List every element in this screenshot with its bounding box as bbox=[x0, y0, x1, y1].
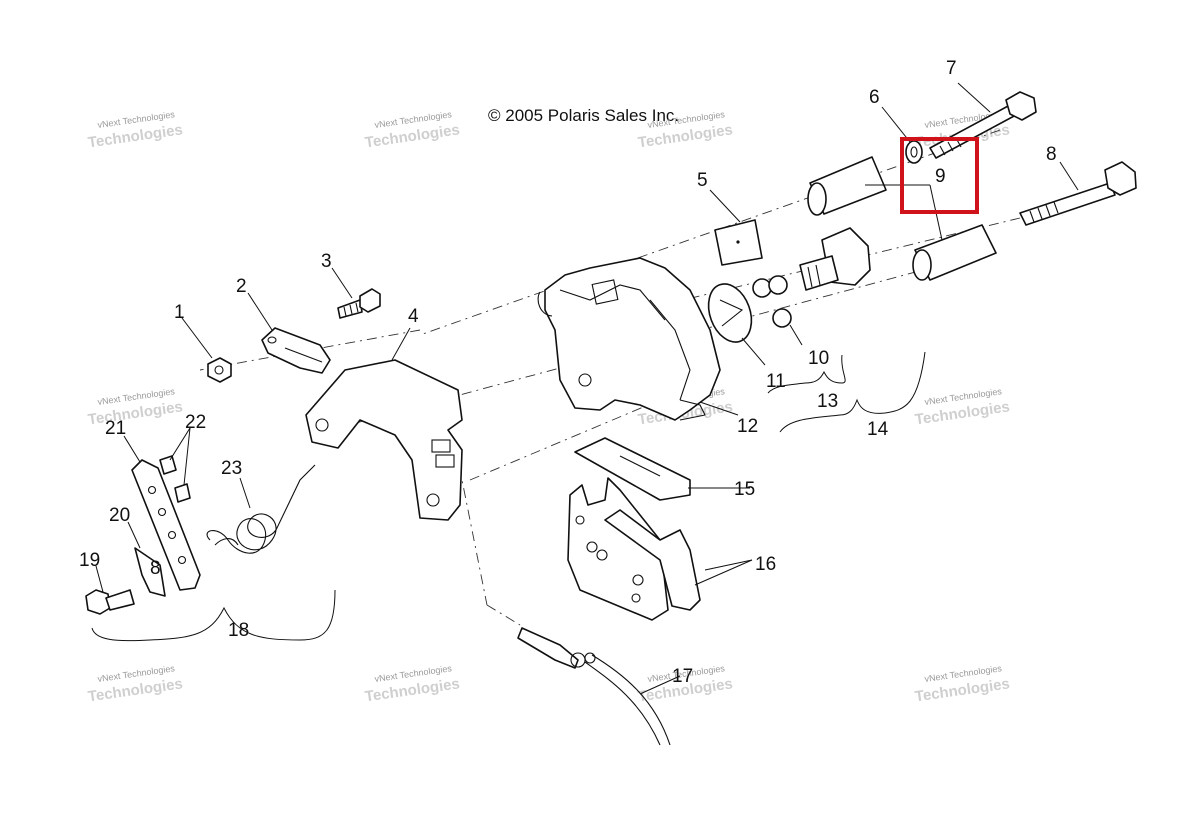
washer bbox=[905, 140, 923, 164]
callout-5: 5 bbox=[697, 170, 708, 191]
lever-pins bbox=[159, 455, 191, 503]
mounting-bracket bbox=[305, 359, 463, 521]
pad-spring bbox=[574, 437, 691, 501]
ramp-plate bbox=[707, 283, 753, 343]
callout-3: 3 bbox=[321, 251, 332, 272]
actuator-piston bbox=[799, 227, 871, 291]
callout-23: 23 bbox=[221, 458, 242, 479]
callout-16: 16 bbox=[755, 554, 776, 575]
hex-nut bbox=[207, 357, 232, 383]
caliper-body bbox=[537, 257, 721, 421]
callout-15: 15 bbox=[734, 479, 755, 500]
callout-10: 10 bbox=[808, 348, 829, 369]
callout-labels: 1 2 3 4 5 6 7 8 9 10 11 12 13 14 15 16 1… bbox=[79, 58, 1057, 687]
shim-plate bbox=[714, 219, 763, 266]
callout-8-lower: 8 bbox=[150, 558, 161, 579]
callout-2: 2 bbox=[236, 276, 247, 297]
callout-9: 9 bbox=[935, 166, 946, 187]
callout-7: 7 bbox=[946, 58, 957, 79]
bushing-lower bbox=[912, 224, 997, 281]
hex-bolt-small bbox=[85, 589, 135, 615]
steel-balls bbox=[752, 275, 792, 328]
clevis bbox=[261, 327, 331, 374]
brake-pad-outer bbox=[567, 477, 669, 621]
callout-22: 22 bbox=[185, 412, 206, 433]
callout-11: 11 bbox=[766, 371, 786, 392]
callout-4: 4 bbox=[408, 306, 419, 327]
callout-12: 12 bbox=[737, 416, 758, 437]
torsion-spring bbox=[206, 464, 316, 554]
long-bolt bbox=[929, 91, 1037, 159]
callout-13: 13 bbox=[817, 391, 838, 412]
lever-arm bbox=[131, 459, 201, 591]
retaining-clip bbox=[134, 547, 166, 597]
callout-6: 6 bbox=[869, 87, 880, 108]
bushing-upper bbox=[807, 156, 887, 216]
hex-socket-bolt bbox=[1019, 161, 1137, 226]
callout-14: 14 bbox=[867, 419, 889, 440]
callout-21: 21 bbox=[105, 418, 126, 439]
callout-17: 17 bbox=[672, 666, 693, 687]
callout-19: 19 bbox=[79, 550, 100, 571]
highlight-box bbox=[900, 137, 979, 214]
callout-20: 20 bbox=[109, 505, 130, 526]
bolt bbox=[337, 288, 381, 319]
brake-cable bbox=[517, 627, 671, 746]
callout-8: 8 bbox=[1046, 144, 1057, 165]
brake-pad-inner bbox=[604, 509, 701, 611]
copyright-text: © 2005 Polaris Sales Inc. bbox=[488, 106, 679, 125]
callout-1: 1 bbox=[174, 302, 185, 323]
callout-18: 18 bbox=[228, 620, 249, 641]
